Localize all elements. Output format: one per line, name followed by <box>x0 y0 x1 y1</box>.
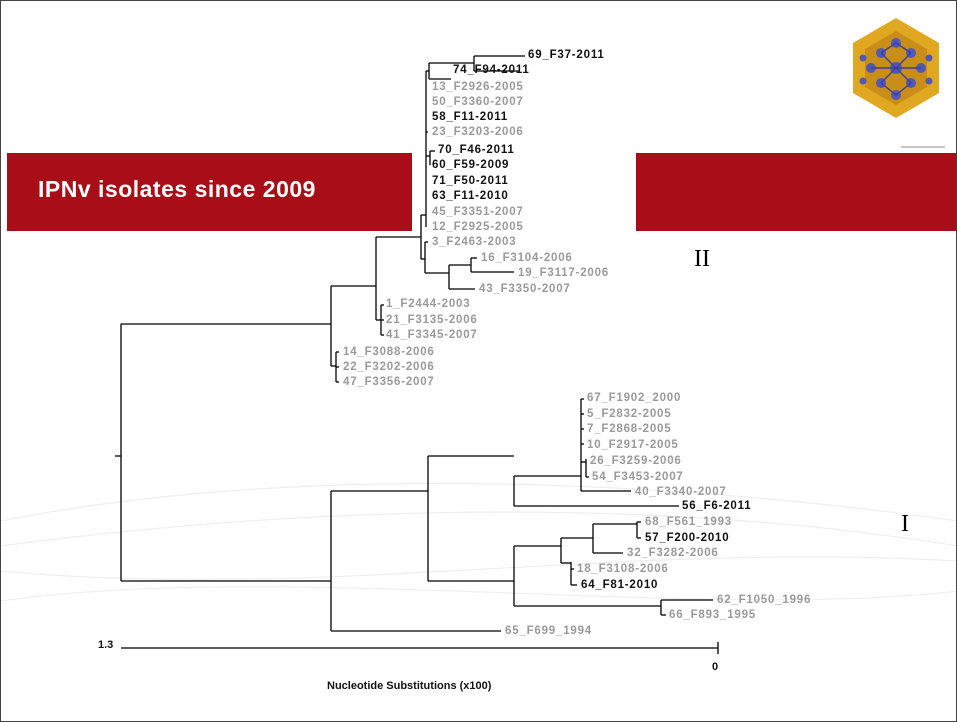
leaf-label: 7_F2868-2005 <box>587 423 672 435</box>
leaf-label: 43_F3350-2007 <box>479 283 571 295</box>
leaf-label: 21_F3135-2006 <box>386 314 478 326</box>
scale-axis-label: Nucleotide Substitutions (x100) <box>327 680 492 692</box>
leaf-label: 1_F2444-2003 <box>386 298 471 310</box>
leaf-label: 67_F1902_2000 <box>587 392 682 404</box>
leaf-label: 57_F200-2010 <box>645 532 730 544</box>
title-band-right <box>636 153 956 231</box>
leaf-label: 70_F46-2011 <box>438 144 515 156</box>
leaf-label: 68_F561_1993 <box>645 516 732 528</box>
leaf-label: 5_F2832-2005 <box>587 408 672 420</box>
leaf-label: 63_F11-2010 <box>432 190 509 202</box>
leaf-label: 23_F3203-2006 <box>432 126 524 138</box>
leaf-label: 12_F2925-2005 <box>432 221 524 233</box>
leaf-label: 18_F3108-2006 <box>577 563 669 575</box>
leaf-label: 58_F11-2011 <box>432 111 508 123</box>
leaf-label: 62_F1050_1996 <box>717 594 812 606</box>
leaf-label: 69_F37-2011 <box>528 49 605 61</box>
leaf-label: 66_F893_1995 <box>669 609 756 621</box>
leaf-label: 50_F3360-2007 <box>432 96 524 108</box>
leaf-label: 54_F3453-2007 <box>592 471 684 483</box>
leaf-label: 22_F3202-2006 <box>343 361 435 373</box>
leaf-label: 56_F6-2011 <box>682 500 752 512</box>
leaf-label: 71_F50-2011 <box>432 175 509 187</box>
leaf-label: 14_F3088-2006 <box>343 346 435 358</box>
leaf-label: 13_F2926-2005 <box>432 81 524 93</box>
leaf-label: 60_F59-2009 <box>432 159 510 171</box>
leaf-label: 26_F3259-2006 <box>590 455 682 467</box>
leaf-label: 45_F3351-2007 <box>432 206 524 218</box>
scale-left-value: 1.3 <box>98 639 114 651</box>
leaf-label: 74_F94-2011 <box>453 64 530 76</box>
leaf-label: 10_F2917-2005 <box>587 439 679 451</box>
clade-label-II: II <box>694 246 710 272</box>
leaf-label: 32_F3282-2006 <box>627 547 719 559</box>
virus-particle-image <box>853 18 945 148</box>
leaf-label: 16_F3104-2006 <box>481 252 573 264</box>
leaf-label: 40_F3340-2007 <box>635 486 727 498</box>
leaf-label: 3_F2463-2003 <box>432 236 517 248</box>
clade-label-I: I <box>901 511 909 537</box>
title-band-left <box>7 153 412 231</box>
leaf-label: 19_F3117-2006 <box>518 267 609 279</box>
slide-title: IPNv isolates since 2009 <box>38 176 316 202</box>
leaf-label: 41_F3345-2007 <box>386 329 478 341</box>
scale-right-value: 0 <box>712 661 719 673</box>
tree-panel <box>413 141 635 237</box>
leaf-label: 47_F3356-2007 <box>343 376 435 388</box>
leaf-label: 64_F81-2010 <box>581 579 659 591</box>
leaf-label: 65_F699_1994 <box>505 625 592 637</box>
